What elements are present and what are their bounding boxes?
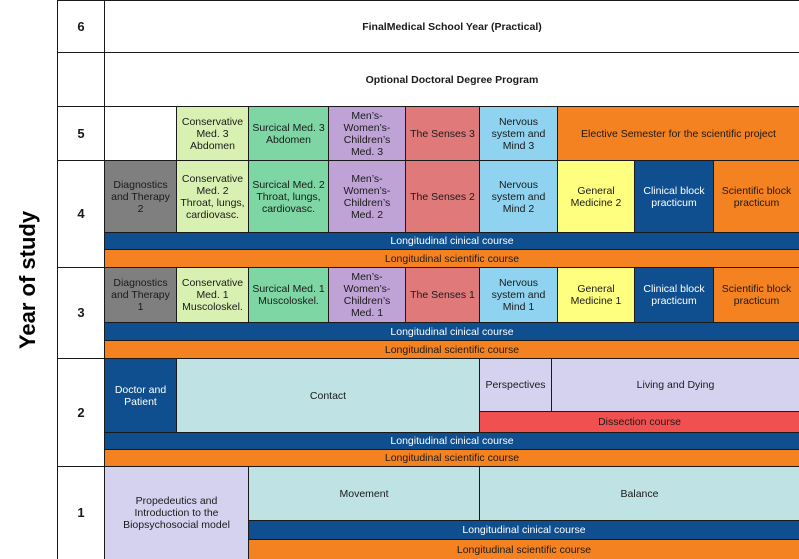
year3-general: General Medicine 1: [557, 267, 635, 323]
year4-general: General Medicine 2: [557, 160, 635, 233]
year2-dissection: Dissection course: [479, 411, 799, 433]
year1-scientific-course: Longitudinal scientific course: [248, 539, 799, 559]
year5-elective: Elective Semester for the scientific pro…: [557, 106, 799, 161]
year3-diagnostics: Diagnostics and Therapy 1: [104, 267, 177, 323]
year-3-number: 3: [57, 267, 105, 359]
year3-clinical-course: Longitudinal cinical course: [104, 322, 799, 341]
year5-surgical: Surcical Med. 3 Abdomen: [248, 106, 329, 161]
year2-perspectives: Perspectives: [479, 358, 552, 412]
year4-clinical-block: Clinical block practicum: [634, 160, 714, 233]
year2-scientific-course: Longitudinal scientific course: [104, 449, 799, 467]
year-5-number: 5: [57, 106, 105, 161]
year5-nervous: Nervous system and Mind 3: [479, 106, 558, 161]
year-doctoral-number-blank: [57, 52, 105, 107]
year3-clinical-block: Clinical block practicum: [634, 267, 714, 323]
year4-mwc: Men’s-Women’s-Children’s Med. 2: [328, 160, 406, 233]
year1-movement: Movement: [248, 466, 480, 521]
year-4-number: 4: [57, 160, 105, 268]
y-axis-label: Year of study: [15, 210, 41, 349]
year-2-number: 2: [57, 358, 105, 467]
year3-senses: The Senses 1: [405, 267, 480, 323]
year4-conservative: Conservative Med. 2 Throat, lungs, cardi…: [176, 160, 249, 233]
year4-nervous: Nervous system and Mind 2: [479, 160, 558, 233]
year4-diagnostics: Diagnostics and Therapy 2: [104, 160, 177, 233]
year5-mwc: Men’s-Women’s-Children’s Med. 3: [328, 106, 406, 161]
year5-blank-cell: [104, 106, 177, 161]
year3-scientific-course: Longitudinal scientific course: [104, 340, 799, 359]
year2-clinical-course: Longitudinal cinical course: [104, 432, 799, 450]
year3-conservative: Conservative Med. 1 Muscoloskel.: [176, 267, 249, 323]
year4-senses: The Senses 2: [405, 160, 480, 233]
year-1-number: 1: [57, 466, 105, 559]
year4-scientific-course: Longitudinal scientific course: [104, 249, 799, 268]
year2-contact: Contact: [176, 358, 480, 433]
year4-surgical: Surcical Med. 2 Throat, lungs, cardiovas…: [248, 160, 329, 233]
year5-senses: The Senses 3: [405, 106, 480, 161]
year1-propedeutics: Propedeutics and Introduction to the Bio…: [104, 466, 249, 559]
year3-mwc: Men’s-Women’s-Children’s Med. 1: [328, 267, 406, 323]
doctoral-program-cell: Optional Doctoral Degree Program: [104, 52, 799, 107]
year3-nervous: Nervous system and Mind 1: [479, 267, 558, 323]
year2-living-dying: Living and Dying: [551, 358, 799, 412]
year-6-number: 6: [57, 0, 105, 53]
year3-surgical: Surcical Med. 1 Muscoloskel.: [248, 267, 329, 323]
final-year-cell: FinalMedical School Year (Practical): [104, 0, 799, 53]
year5-conservative: Conservative Med. 3 Abdomen: [176, 106, 249, 161]
year4-clinical-course: Longitudinal cinical course: [104, 232, 799, 250]
year1-balance: Balance: [479, 466, 799, 521]
year3-scientific-block: Scientific block practicum: [713, 267, 799, 323]
year1-clinical-course: Longitudinal cinical course: [248, 520, 799, 540]
year4-scientific-block: Scientific block practicum: [713, 160, 799, 233]
year2-doctor-patient: Doctor and Patient: [104, 358, 177, 433]
